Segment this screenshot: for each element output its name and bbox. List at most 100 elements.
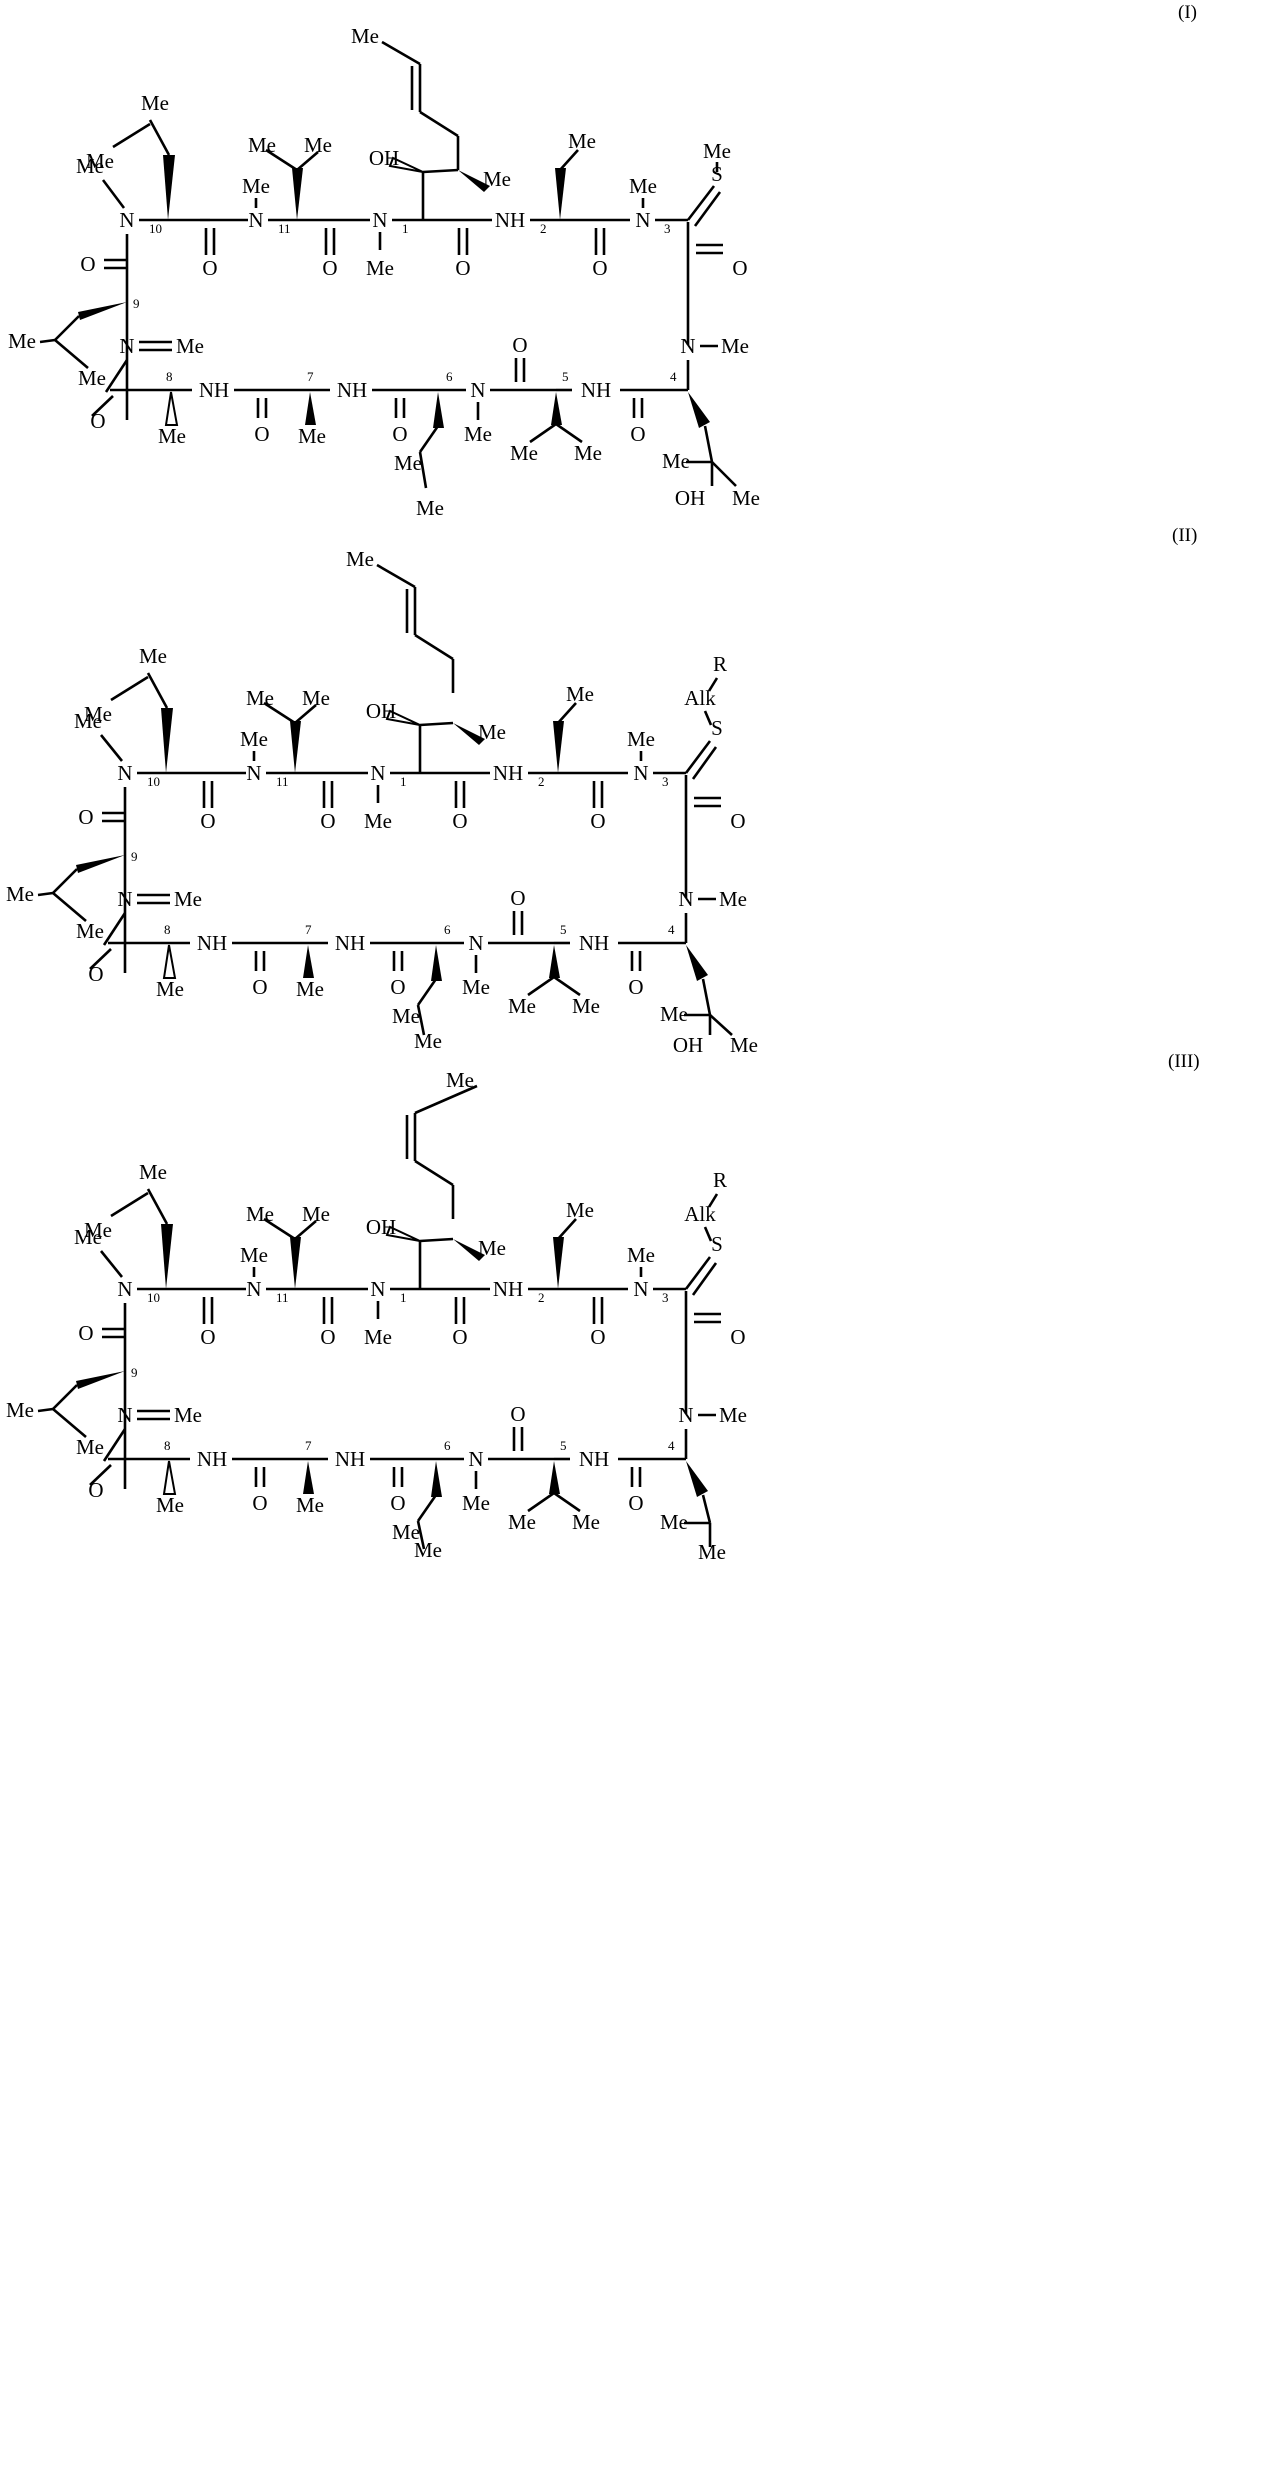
o-atom-label: O bbox=[320, 1325, 335, 1349]
residue-number-11: 11 bbox=[276, 774, 289, 789]
residue-number-10: 10 bbox=[149, 221, 162, 236]
me-label: Me bbox=[76, 154, 104, 178]
n-atom-label: N bbox=[468, 931, 483, 955]
n-atom-label: N bbox=[635, 208, 650, 232]
me-label: Me bbox=[662, 449, 690, 473]
structure-2-svg: Me Me N 10 Me Me O Me N 11 bbox=[6, 547, 758, 1053]
residue-number-6: 6 bbox=[444, 922, 451, 937]
me-label: Me bbox=[508, 994, 536, 1018]
me-label: Me bbox=[462, 975, 490, 999]
me-label: Me bbox=[568, 129, 596, 153]
residue-number-4: 4 bbox=[668, 922, 675, 937]
n-atom-label: N bbox=[678, 1403, 693, 1427]
n-atom-label: N bbox=[117, 1277, 132, 1301]
me-label: Me bbox=[510, 441, 538, 465]
me-label: Me bbox=[8, 329, 36, 353]
nh-atom-label: NH bbox=[197, 931, 227, 955]
me-label: Me bbox=[660, 1002, 688, 1026]
s-atom-label: S bbox=[711, 716, 723, 740]
me-label: Me bbox=[246, 1202, 274, 1226]
me-label: Me bbox=[721, 334, 749, 358]
me-label: Me bbox=[364, 1325, 392, 1349]
me-label: Me bbox=[174, 887, 202, 911]
n-atom-label: N bbox=[119, 208, 134, 232]
residue-number-6: 6 bbox=[444, 1438, 451, 1453]
n-atom-label: N bbox=[633, 761, 648, 785]
o-atom-label: O bbox=[590, 1325, 605, 1349]
n-atom-label: N bbox=[119, 334, 134, 358]
oh-label: OH bbox=[675, 486, 705, 510]
me-label: Me bbox=[176, 334, 204, 358]
n-atom-label: N bbox=[248, 208, 263, 232]
alk-label: Alk bbox=[684, 686, 716, 710]
me-label: Me bbox=[84, 702, 112, 726]
figure-label-1: (I) bbox=[1178, 2, 1197, 23]
residue-number-1: 1 bbox=[400, 774, 407, 789]
residue-number-1: 1 bbox=[402, 221, 409, 236]
me-label: Me bbox=[703, 139, 731, 163]
residue-number-1: 1 bbox=[400, 1290, 407, 1305]
residue-number-11: 11 bbox=[276, 1290, 289, 1305]
me-label: Me bbox=[240, 1243, 268, 1267]
n-atom-label: N bbox=[633, 1277, 648, 1301]
residue-number-2: 2 bbox=[538, 774, 545, 789]
o-atom-label: O bbox=[254, 422, 269, 446]
n-atom-label: N bbox=[372, 208, 387, 232]
o-atom-label: O bbox=[390, 1491, 405, 1515]
me-label: Me bbox=[74, 1225, 102, 1249]
me-label: Me bbox=[464, 422, 492, 446]
o-atom-label: O bbox=[390, 975, 405, 999]
r-group-label: R bbox=[713, 1168, 727, 1192]
me-label: Me bbox=[364, 809, 392, 833]
o-atom-label: O bbox=[592, 256, 607, 280]
nh-atom-label: NH bbox=[579, 1447, 609, 1471]
o-atom-label: O bbox=[78, 1321, 93, 1345]
o-atom-label: O bbox=[628, 975, 643, 999]
residue-number-5: 5 bbox=[560, 1438, 567, 1453]
oh-label: OH bbox=[369, 146, 399, 170]
n-atom-label: N bbox=[246, 1277, 261, 1301]
me-label: Me bbox=[139, 644, 167, 668]
o-atom-label: O bbox=[512, 333, 527, 357]
figure-label-2: (II) bbox=[1172, 525, 1198, 546]
n-atom-label: N bbox=[470, 378, 485, 402]
me-label: Me bbox=[392, 1520, 420, 1544]
me-label: Me bbox=[6, 1398, 34, 1422]
oh-label: OH bbox=[673, 1033, 703, 1053]
o-atom-label: O bbox=[452, 809, 467, 833]
me-label: Me bbox=[660, 1510, 688, 1534]
o-atom-label: O bbox=[252, 975, 267, 999]
me-label: Me bbox=[719, 1403, 747, 1427]
o-atom-label: O bbox=[630, 422, 645, 446]
o-atom-label: O bbox=[455, 256, 470, 280]
o-atom-label: O bbox=[88, 962, 103, 986]
structure-3-svg: Me Me N 10 Me Me O Me N 11 bbox=[6, 1068, 747, 1559]
me-label: Me bbox=[240, 727, 268, 751]
residue-number-2: 2 bbox=[538, 1290, 545, 1305]
me-label: Me bbox=[572, 994, 600, 1018]
me-label: Me bbox=[627, 1243, 655, 1267]
chemical-structure-2: Me Me N 10 Me Me O Me N 11 bbox=[0, 523, 1269, 1053]
me-label: Me bbox=[76, 919, 104, 943]
s-atom-label: S bbox=[711, 162, 723, 186]
residue-number-8: 8 bbox=[164, 1438, 171, 1453]
residue-number-7: 7 bbox=[305, 922, 312, 937]
me-label: Me bbox=[366, 256, 394, 280]
me-label: Me bbox=[627, 727, 655, 751]
me-label: Me bbox=[296, 977, 324, 1001]
me-label: Me bbox=[156, 1493, 184, 1517]
o-atom-label: O bbox=[80, 252, 95, 276]
residue-number-10: 10 bbox=[147, 774, 160, 789]
o-atom-label: O bbox=[320, 809, 335, 833]
me-label: Me bbox=[416, 496, 444, 520]
me-label: Me bbox=[566, 682, 594, 706]
me-label: Me bbox=[6, 882, 34, 906]
n-atom-label: N bbox=[468, 1447, 483, 1471]
me-label: Me bbox=[248, 133, 276, 157]
nh-atom-label: NH bbox=[581, 378, 611, 402]
me-label: Me bbox=[394, 451, 422, 475]
residue-number-11: 11 bbox=[278, 221, 291, 236]
residue-number-8: 8 bbox=[164, 922, 171, 937]
me-label: Me bbox=[478, 1236, 506, 1260]
o-atom-label: O bbox=[452, 1325, 467, 1349]
